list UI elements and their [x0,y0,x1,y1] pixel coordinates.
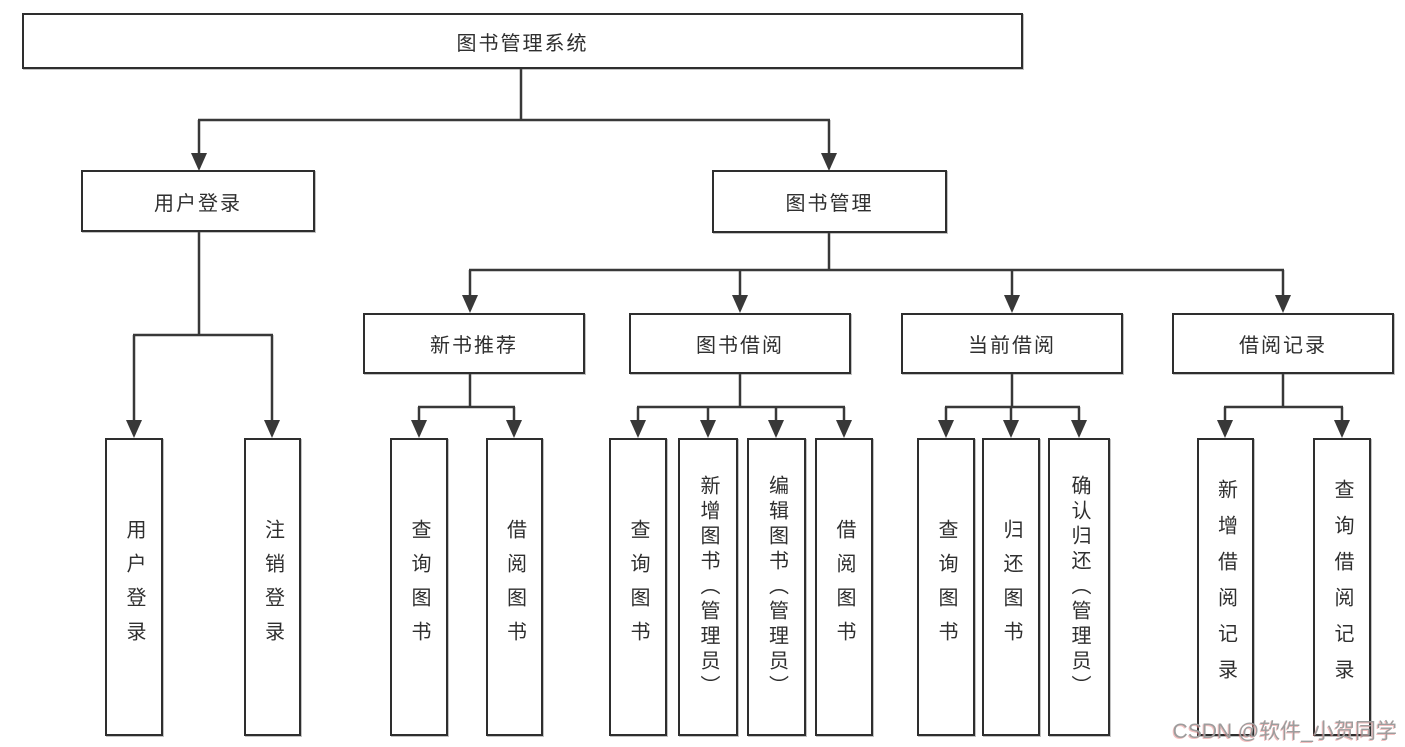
node-book-borrow-label: 图书借阅 [696,335,784,357]
csdn-watermark: CSDN @软件_小贺同学 [1172,720,1397,743]
node-borrow-records: 借阅记录 [1172,313,1394,374]
leaf-add-borrow-record-label: 新增借阅记录 [1214,479,1237,695]
leaf-query-borrow-record-label: 查询借阅记录 [1331,479,1353,695]
node-new-book-recommend: 新书推荐 [363,313,585,374]
connector-arrowheads [126,153,1350,438]
leaf-edit-book-admin-label: 编辑图书（管理员） [765,474,788,700]
node-borrow-records-label: 借阅记录 [1239,335,1327,357]
node-current-borrow: 当前借阅 [901,313,1123,374]
leaf-return-book-label: 归还图书 [1000,519,1022,655]
leaf-borrow-book-1: 借阅图书 [486,438,543,736]
node-book-borrow: 图书借阅 [629,313,851,374]
leaf-query-book-1-label: 查询图书 [408,519,430,655]
leaf-query-book-3: 查询图书 [917,438,975,736]
leaf-query-book-1: 查询图书 [390,438,448,736]
node-user-login: 用户登录 [81,170,315,232]
leaf-borrow-book-2-label: 借阅图书 [833,519,855,655]
node-library-system: 图书管理系统 [22,13,1023,69]
leaf-confirm-return-admin: 确认归还（管理员） [1048,438,1110,736]
node-library-system-label: 图书管理系统 [456,32,589,55]
leaf-user-login-label: 用户登录 [123,519,145,655]
node-book-management: 图书管理 [712,170,947,233]
leaf-return-book: 归还图书 [982,438,1040,736]
leaf-logout: 注销登录 [244,438,301,736]
leaf-add-book-admin: 新增图书（管理员） [678,438,738,736]
node-current-borrow-label: 当前借阅 [968,335,1056,357]
leaf-confirm-return-admin-label: 确认归还（管理员） [1068,474,1090,700]
leaf-query-book-3-label: 查询图书 [935,519,957,655]
leaf-borrow-book-1-label: 借阅图书 [503,519,526,655]
leaf-logout-label: 注销登录 [261,519,284,655]
node-new-book-recommend-label: 新书推荐 [430,335,518,357]
node-user-login-label: 用户登录 [154,192,242,215]
node-book-management-label: 图书管理 [785,193,874,215]
leaf-borrow-book-2: 借阅图书 [815,438,873,736]
leaf-query-book-2-label: 查询图书 [627,519,649,655]
leaf-add-book-admin-label: 新增图书（管理员） [697,474,719,700]
leaf-edit-book-admin: 编辑图书（管理员） [747,438,806,736]
leaf-user-login: 用户登录 [105,438,163,736]
leaf-query-book-2: 查询图书 [609,438,667,736]
leaf-add-borrow-record: 新增借阅记录 [1197,438,1254,736]
leaf-query-borrow-record: 查询借阅记录 [1313,438,1371,736]
